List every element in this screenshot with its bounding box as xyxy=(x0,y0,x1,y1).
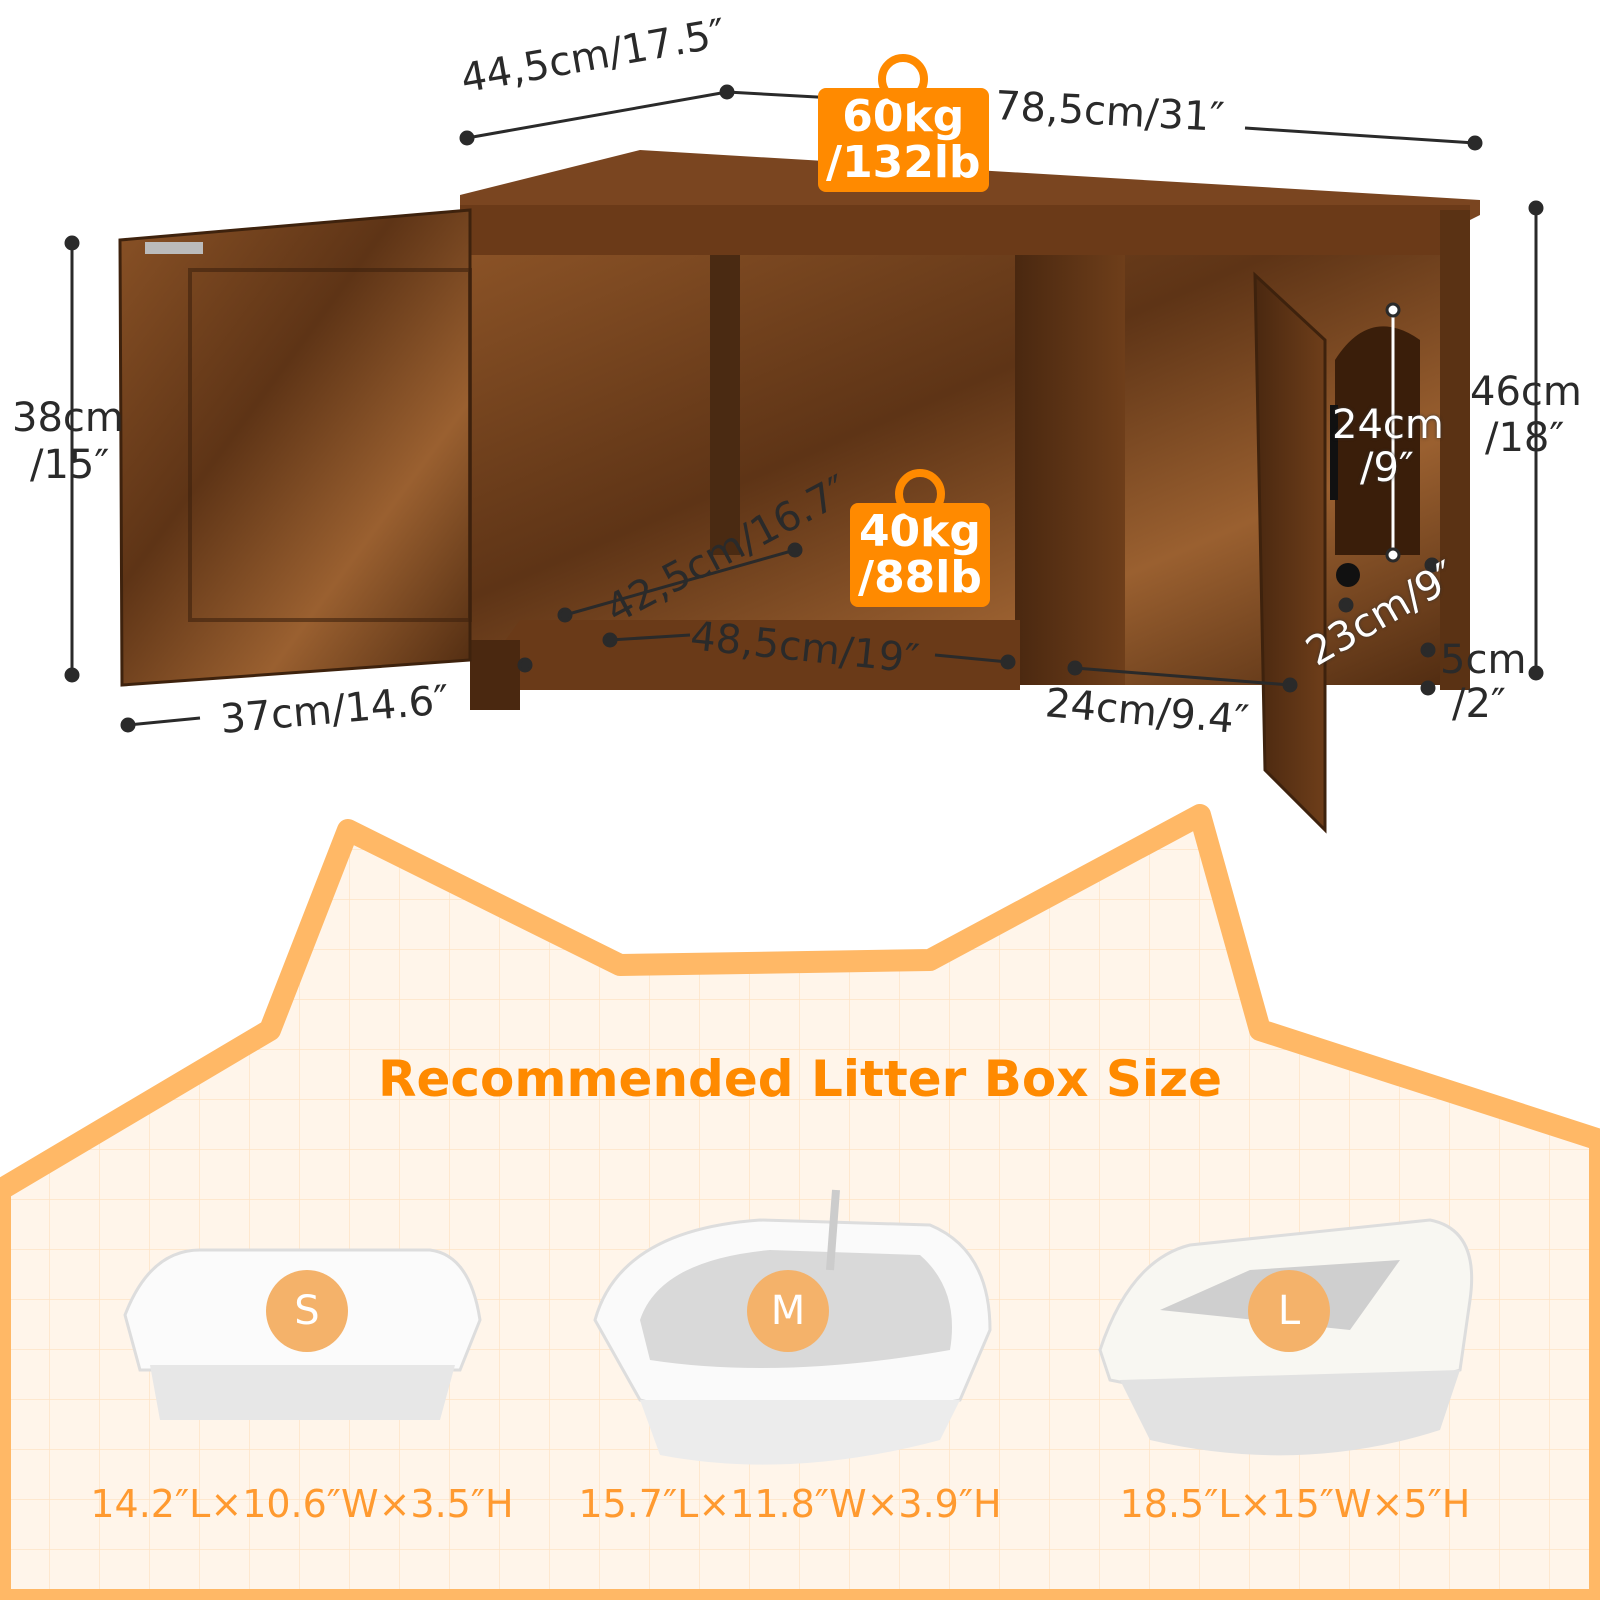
size-badge-s: S xyxy=(266,1270,348,1352)
size-badge-l: L xyxy=(1248,1270,1330,1352)
litter-box-l-dims: 18.5″L×15″W×5″H xyxy=(1119,1482,1471,1526)
door-height-in-label: /15″ xyxy=(30,442,110,488)
total-height-in-label: /18″ xyxy=(1485,415,1565,461)
entry-height-in-label: /9″ xyxy=(1360,445,1414,491)
shelf-load-kg: 40kg xyxy=(858,506,981,557)
top-load-badge: 60kg /132lb xyxy=(818,53,989,193)
cabinet xyxy=(118,150,1480,834)
entry-height-cm-label: 24cm xyxy=(1332,402,1444,448)
shelf-load-lb: /88lb xyxy=(858,552,982,604)
litter-box-m-dims: 15.7″L×11.8″W×3.9″H xyxy=(578,1482,1002,1526)
section-title: Recommended Litter Box Size xyxy=(377,1050,1223,1108)
size-badge-m: M xyxy=(747,1270,829,1352)
leg-height-cm-label: 5cm xyxy=(1440,637,1527,683)
door-height-cm-label: 38cm xyxy=(12,395,124,441)
leg-height-in-label: /2″ xyxy=(1452,681,1506,727)
shelf-load-badge: 40kg /88lb xyxy=(850,468,990,608)
top-load-lb: /132lb xyxy=(826,137,981,189)
total-height-cm-label: 46cm xyxy=(1470,369,1582,415)
litter-box-s-dims: 14.2″L×10.6″W×3.5″H xyxy=(90,1482,514,1526)
dimension-lines xyxy=(64,84,1544,733)
width-label: 78,5cm/31″ xyxy=(993,83,1226,141)
top-load-kg: 60kg xyxy=(842,91,965,142)
